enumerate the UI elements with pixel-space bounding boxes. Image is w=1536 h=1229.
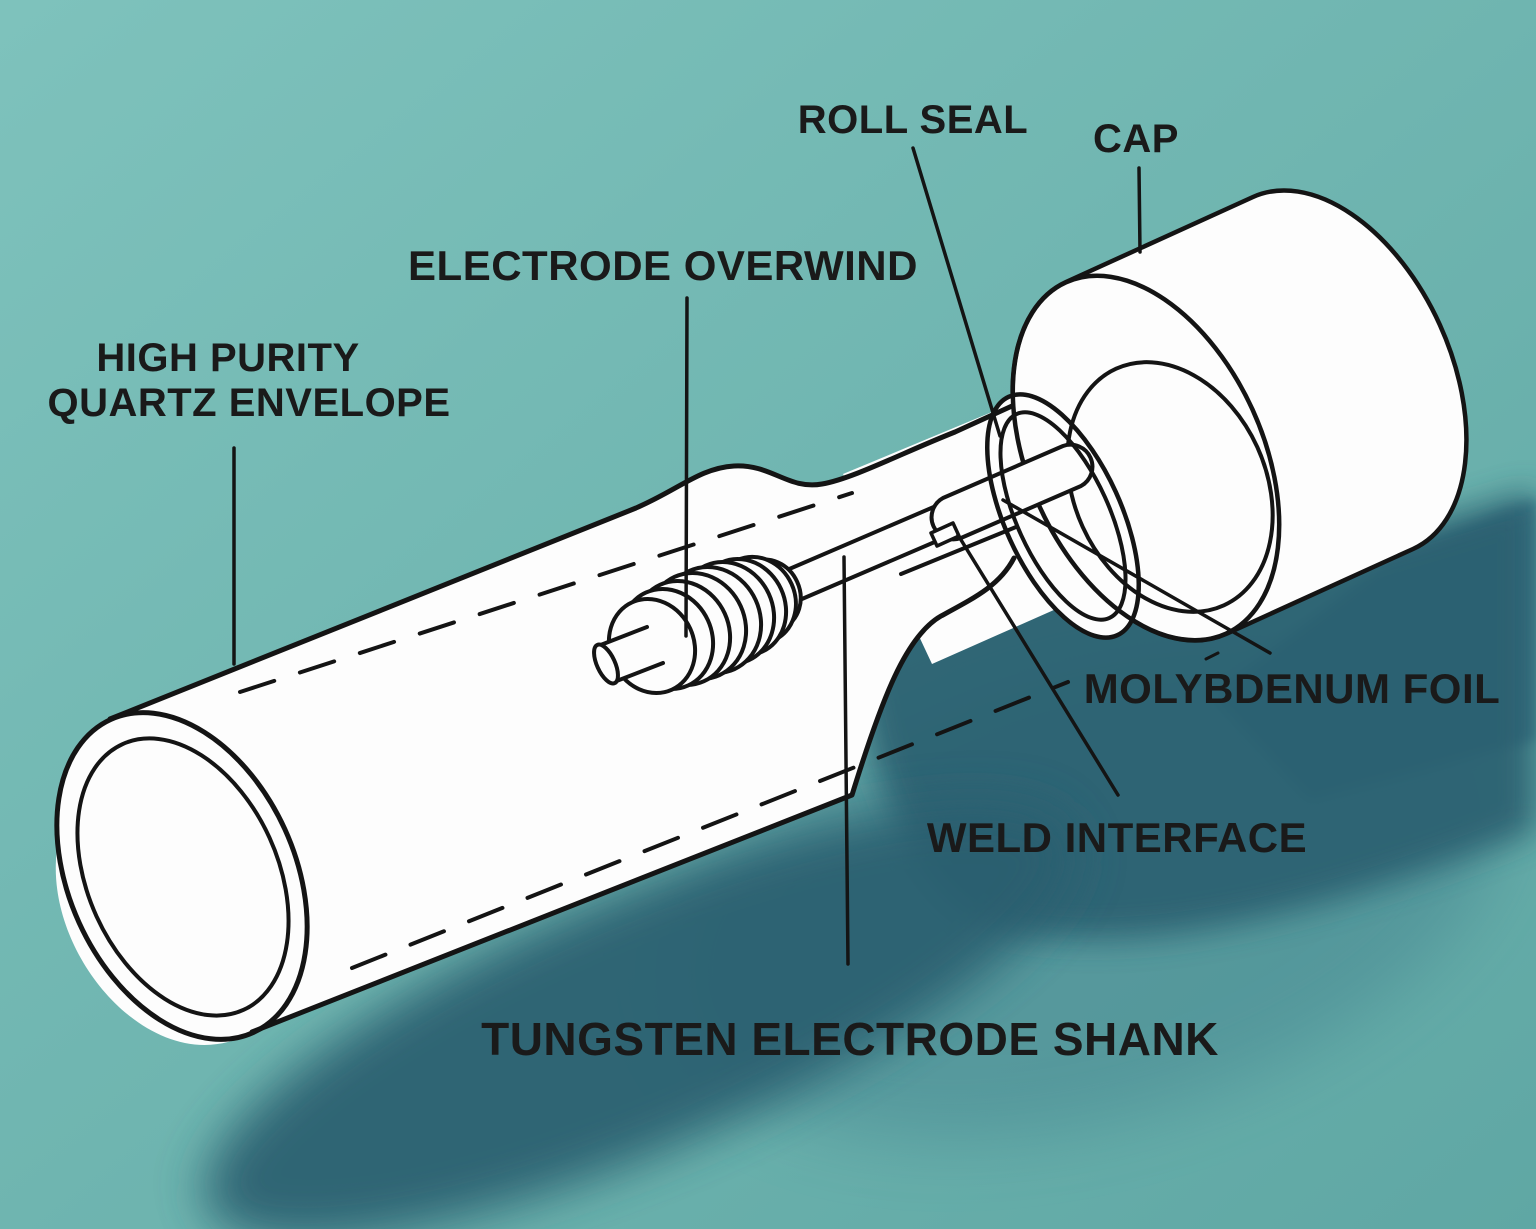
ink-linework xyxy=(75,273,1282,1035)
shank-top-edge xyxy=(764,504,938,581)
tip-rod-bottom xyxy=(612,661,665,684)
molybdenum-foil-shape xyxy=(929,442,1095,542)
electrode-overwind-leader-line xyxy=(684,296,689,638)
cap-face-ring xyxy=(1065,360,1275,614)
label-roll-seal: ROLL SEAL xyxy=(798,98,1028,142)
labels: HIGH PURITY QUARTZ ENVELOPE ELECTRODE OV… xyxy=(47,98,1501,1065)
tungsten-shank-leader-line xyxy=(842,555,850,966)
tube-shadow xyxy=(204,803,1076,1229)
bore-dashed-bottom xyxy=(350,680,1070,970)
tip-rod-top xyxy=(596,625,649,648)
label-quartz-envelope-line1: HIGH PURITY xyxy=(96,336,359,380)
stem-bottom-edge xyxy=(899,525,1018,576)
envelope-top-edge xyxy=(107,403,1015,722)
cap-leader-line xyxy=(1137,166,1142,254)
molybdenum-foil-leader-line xyxy=(1001,498,1272,655)
tube-open-end-inner xyxy=(75,736,291,1018)
label-molybdenum-foil: MOLYBDENUM FOIL xyxy=(1084,665,1501,712)
roll-seal-collar-inner xyxy=(998,410,1128,622)
tip-end-cap xyxy=(592,642,620,686)
label-tungsten-electrode-shank: TUNGSTEN ELECTRODE SHANK xyxy=(481,1013,1219,1065)
electrode-tip xyxy=(592,625,665,686)
cap-front-rim xyxy=(1010,273,1282,643)
bore-dashed-top xyxy=(238,491,854,694)
roll-seal-collar-outer xyxy=(985,392,1141,640)
label-weld-interface: WELD INTERFACE xyxy=(927,814,1307,861)
leader-lines xyxy=(232,146,1272,966)
weld-interface-leader-line xyxy=(956,533,1120,797)
stray-mark xyxy=(1204,651,1220,661)
label-electrode-overwind: ELECTRODE OVERWIND xyxy=(408,242,918,289)
roll-seal-leader-line xyxy=(911,146,1002,438)
label-quartz-envelope-line2: QUARTZ ENVELOPE xyxy=(47,381,450,425)
envelope-bottom-edge xyxy=(249,555,1017,1035)
label-cap: CAP xyxy=(1093,117,1179,161)
